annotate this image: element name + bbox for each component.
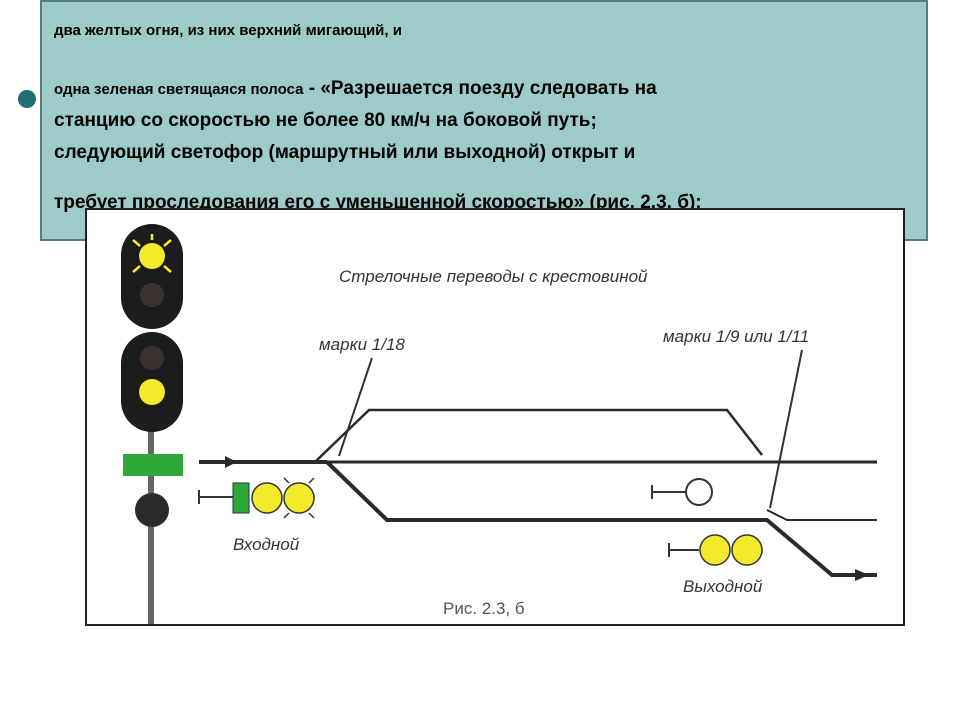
mark-1-18-label: марки 1/18 xyxy=(319,335,405,354)
side-track xyxy=(325,460,877,577)
green-strip-indicator xyxy=(123,454,183,476)
entry-yellow-light-2 xyxy=(283,482,315,514)
switches-label: Стрелочные переводы с крестовиной xyxy=(339,267,648,286)
slide-text-box xyxy=(40,0,928,241)
entry-signal-label: Входной xyxy=(233,535,300,554)
bottom-unlit-light xyxy=(135,493,169,527)
entry-green-strip xyxy=(232,482,250,514)
signal-upper-head xyxy=(121,224,183,329)
lower-yellow-light xyxy=(139,379,165,405)
figure-caption: Рис. 2.3, б xyxy=(443,599,525,618)
text-line-2: одна зеленая светящаяся полоса - «Разреш… xyxy=(54,78,657,100)
track-diagram-svg: Стрелочные переводы с крестовиной марки … xyxy=(121,224,877,624)
lower-branch xyxy=(766,509,877,521)
text-line-5: требует проследования его с уменьшенной … xyxy=(54,192,702,213)
arrow-right-icon xyxy=(855,569,869,581)
upper-track xyxy=(314,408,763,463)
leader-line-1 xyxy=(338,357,373,457)
upper-yellow-light xyxy=(139,243,165,269)
arrow-left-icon xyxy=(225,456,237,468)
text-line-1: два желтых огня, из них верхний мигающий… xyxy=(54,22,402,39)
exit-signal-label: Выходной xyxy=(683,577,763,596)
leader-line-2 xyxy=(769,349,803,509)
mark-1-9-label: марки 1/9 или 1/11 xyxy=(663,327,809,346)
blink-rays-icon xyxy=(132,234,172,273)
track-diagram-figure: Стрелочные переводы с крестовиной марки … xyxy=(85,208,905,626)
text-line-4: следующий светофор (маршрутный или выход… xyxy=(54,142,636,163)
route-signal-light xyxy=(685,478,713,506)
text-line-2-small: одна зеленая светящаяся полоса xyxy=(54,81,304,98)
upper-unlit-light xyxy=(140,283,164,307)
entry-yellow-light-1 xyxy=(251,482,283,514)
text-line-3: станцию со скоростью не более 80 км/ч на… xyxy=(54,110,597,131)
flash-rays-icon xyxy=(283,477,315,519)
exit-yellow-light-2 xyxy=(731,534,763,566)
lower-unlit-light xyxy=(140,346,164,370)
bullet-dot xyxy=(18,90,36,108)
exit-yellow-light-1 xyxy=(699,534,731,566)
text-line-2-big: - «Разрешается поезду следовать на xyxy=(303,78,657,99)
